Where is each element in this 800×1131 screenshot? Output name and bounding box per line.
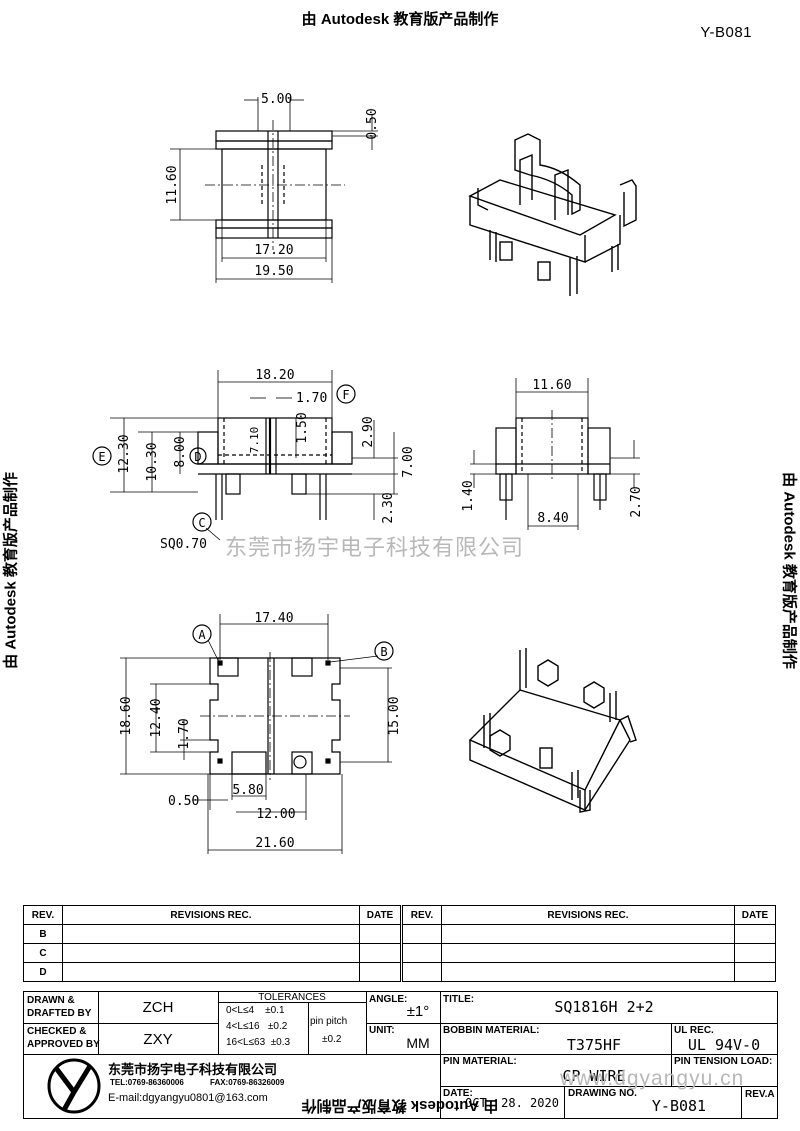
dim-1.70-bottom: 1.70 bbox=[177, 718, 192, 749]
pin-material-label: PIN MATERIAL: bbox=[443, 1056, 517, 1067]
dim-18.20: 18.20 bbox=[255, 368, 294, 383]
unit-value: MM bbox=[406, 1035, 430, 1051]
drawing-no-label: DRAWING NO. bbox=[568, 1088, 637, 1099]
dim-5.80: 5.80 bbox=[232, 783, 263, 798]
front-view bbox=[92, 370, 398, 541]
pin-pitch-label: pin pitch bbox=[310, 1016, 348, 1027]
dim-7.10: 7.10 bbox=[248, 427, 261, 454]
tolerances-label: TOLERANCES bbox=[258, 992, 326, 1003]
rev-label: REV.A bbox=[745, 1089, 775, 1100]
company-watermark: 东莞市扬宇电子科技有限公司 bbox=[225, 535, 525, 560]
title-block: DRAWN & DRAFTED BY ZCH CHECKED & APPROVE… bbox=[23, 991, 778, 1119]
revision-table-right: REV. REVISIONS REC. DATE bbox=[402, 905, 776, 982]
company-email: E-mail:dgyangyu0801@163.com bbox=[108, 1092, 268, 1104]
dim-sq0.70: SQ0.70 bbox=[160, 537, 207, 552]
drawing-number-top: Y-B081 bbox=[700, 24, 752, 41]
unit-label: UNIT: bbox=[369, 1025, 395, 1036]
ul-rec-value: UL 94V-0 bbox=[687, 1036, 761, 1054]
callout-a: A bbox=[198, 628, 206, 642]
callout-f: F bbox=[342, 388, 349, 402]
company-tel: TEL:0769-86360006 bbox=[110, 1078, 184, 1087]
side-view-labels: 11.60 1.40 8.40 2.70 bbox=[461, 378, 644, 526]
dim-12.30: 12.30 bbox=[117, 434, 132, 473]
rev-row-b: B bbox=[23, 924, 63, 944]
checked-value: ZXY bbox=[143, 1031, 173, 1048]
rev-row-c: C bbox=[23, 943, 63, 963]
checked-label: CHECKED & APPROVED BY bbox=[27, 1026, 100, 1050]
drawing-no-value: Y-B081 bbox=[651, 1097, 707, 1115]
dim-1.50: 1.50 bbox=[295, 412, 310, 443]
revisions-header: REVISIONS REC. bbox=[62, 905, 360, 925]
dim-12.40: 12.40 bbox=[149, 698, 164, 737]
dim-0.50-bottom: 0.50 bbox=[168, 794, 199, 809]
top-view bbox=[170, 97, 378, 283]
angle-value: ±1° bbox=[406, 1003, 430, 1020]
dim-11.60: 11.60 bbox=[165, 165, 180, 204]
callout-e: E bbox=[98, 450, 105, 464]
ul-rec-label: UL REC. bbox=[674, 1025, 714, 1036]
isometric-view-bottom bbox=[468, 648, 637, 813]
pin-material-value: CP WIRE bbox=[562, 1067, 626, 1085]
pin-pitch-value: ±0.2 bbox=[322, 1034, 342, 1045]
top-view-labels: 5.00 0.50 11.60 17.20 19.50 bbox=[165, 92, 380, 279]
side-view bbox=[470, 378, 640, 530]
date-label: DATE: bbox=[443, 1088, 473, 1099]
company-name: 东莞市扬宇电子科技有限公司 bbox=[108, 1062, 278, 1077]
website-watermark: www.dgyangyu.cn bbox=[560, 1067, 745, 1090]
rev-header-right: REV. bbox=[402, 905, 442, 925]
front-view-labels: 18.20 1.70 7.10 1.50 2.90 12.30 10.30 8.… bbox=[98, 368, 416, 552]
title-value: SQ1816H 2+2 bbox=[554, 998, 654, 1016]
callout-c: C bbox=[198, 516, 205, 530]
autodesk-watermark-top: 由 Autodesk 教育版产品制作 bbox=[301, 11, 499, 28]
tol-row-1: 0<L≤4 ±0.1 bbox=[226, 1005, 285, 1016]
dim-12.00: 12.00 bbox=[256, 807, 295, 822]
dim-11.60-side: 11.60 bbox=[532, 378, 571, 393]
drawn-value: ZCH bbox=[142, 999, 174, 1016]
dim-18.60: 18.60 bbox=[119, 696, 134, 735]
dim-21.60: 21.60 bbox=[255, 836, 294, 851]
rev-row-d: D bbox=[23, 962, 63, 982]
dim-10.30: 10.30 bbox=[145, 442, 160, 481]
callout-d: D bbox=[194, 450, 201, 464]
date-header-right: DATE bbox=[734, 905, 776, 925]
dim-15.00: 15.00 bbox=[387, 696, 402, 735]
dim-7.00: 7.00 bbox=[401, 446, 416, 477]
bobbin-material-label: BOBBIN MATERIAL: bbox=[443, 1025, 540, 1036]
dim-5.00: 5.00 bbox=[261, 92, 292, 107]
revision-table-left: REV. REVISIONS REC. DATE B C D bbox=[23, 905, 401, 982]
dim-1.70: 1.70 bbox=[296, 391, 327, 406]
pin-tension-label: PIN TENSION LOAD: bbox=[674, 1056, 773, 1067]
autodesk-watermark-bottom: 由 Autodesk 教育版产品制作 bbox=[301, 1097, 499, 1114]
bottom-view-labels: 17.40 18.60 12.40 1.70 15.00 0.50 5.80 1… bbox=[119, 611, 402, 851]
tol-row-3: 16<L≤63 ±0.3 bbox=[226, 1037, 291, 1048]
callout-b: B bbox=[380, 645, 387, 659]
date-value: OCT. 28. 2020 bbox=[465, 1096, 559, 1110]
bottom-view bbox=[120, 614, 394, 854]
dim-1.40: 1.40 bbox=[461, 480, 476, 511]
company-logo-icon bbox=[47, 1058, 101, 1114]
dim-8.40: 8.40 bbox=[537, 511, 568, 526]
technical-drawing: 5.00 0.50 11.60 17.20 19.50 bbox=[92, 92, 644, 854]
tol-row-2: 4<L≤16 ±0.2 bbox=[226, 1021, 288, 1032]
angle-label: ANGLE: bbox=[369, 994, 408, 1005]
dim-0.50: 0.50 bbox=[365, 108, 380, 139]
dim-19.50: 19.50 bbox=[254, 264, 293, 279]
date-header: DATE bbox=[359, 905, 401, 925]
dim-2.90: 2.90 bbox=[361, 416, 376, 447]
isometric-view-top bbox=[468, 133, 637, 296]
revisions-header-right: REVISIONS REC. bbox=[441, 905, 735, 925]
dim-2.30: 2.30 bbox=[381, 492, 396, 523]
rev-header: REV. bbox=[23, 905, 63, 925]
dim-8.00: 8.00 bbox=[173, 436, 188, 467]
bobbin-material-value: T375HF bbox=[566, 1036, 622, 1054]
dim-17.40: 17.40 bbox=[254, 611, 293, 626]
dim-17.20: 17.20 bbox=[254, 243, 293, 258]
dim-2.70: 2.70 bbox=[629, 486, 644, 517]
drawn-label: DRAWN & DRAFTED BY bbox=[27, 995, 92, 1019]
company-fax: FAX:0769-86326009 bbox=[210, 1078, 285, 1087]
title-label: TITLE: bbox=[443, 994, 475, 1005]
